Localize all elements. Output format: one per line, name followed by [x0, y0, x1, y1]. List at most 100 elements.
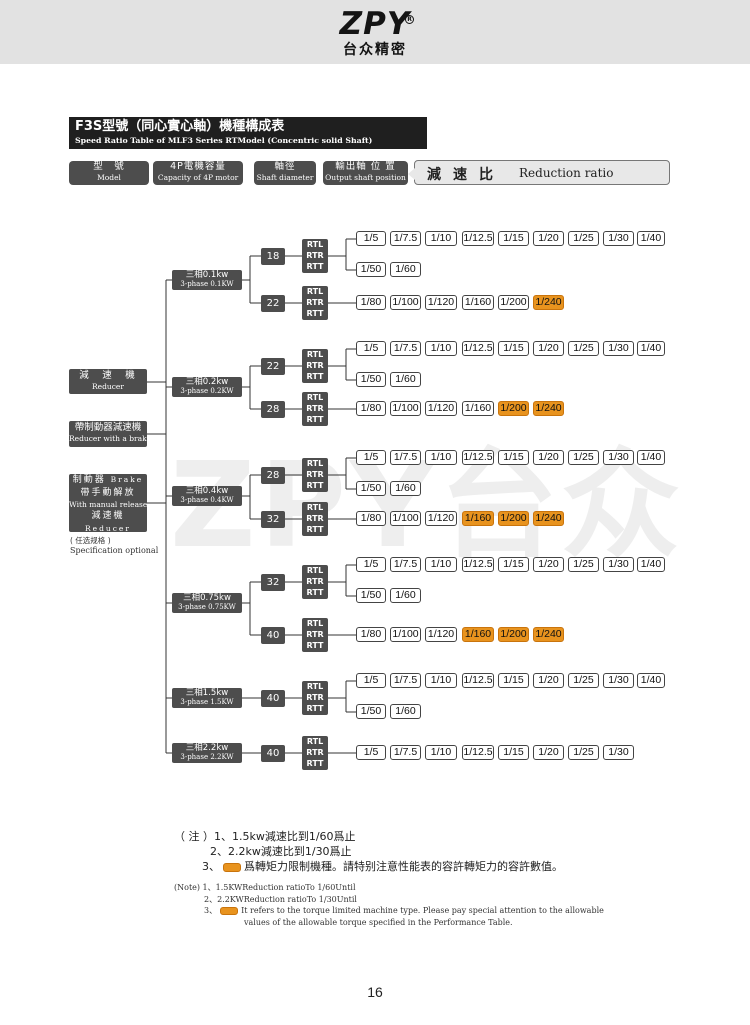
column-header-shaft: 軸徑 Shaft diameter [254, 161, 316, 185]
ratio-box: 1/120 [425, 401, 457, 416]
ratio-box: 1/100 [390, 511, 421, 526]
model-type-cn: 制動器 [72, 475, 106, 485]
note-cn-line-2: 2、2.2kw減速比到1/30爲止 [210, 845, 352, 858]
note-en-line-1: (Note) 1、1.5KWReduction ratioTo 1/60Unti… [174, 883, 356, 892]
model-type-en: Reducer with a brake [69, 434, 152, 443]
shaft-diameter-box: 40 [261, 745, 285, 762]
output-position-box: RTL RTR RTT [302, 286, 328, 320]
ratio-box: 1/15 [498, 341, 529, 356]
ratio-box: 1/30 [603, 557, 634, 572]
column-header-shaft-en: Shaft diameter [256, 173, 314, 182]
ratio-box: 1/50 [356, 704, 386, 719]
ratio-box: 1/5 [356, 557, 386, 572]
model-type-en: Brake [110, 475, 144, 484]
ratio-box: 1/10 [425, 745, 457, 760]
ratio-box-torque-limited: 1/240 [533, 627, 564, 642]
optional-spec-note: ( 任选规格 ) Specification optional [70, 536, 158, 556]
output-position-label: RTR [306, 630, 324, 639]
motor-capacity-en: 3-phase 2.2KW [180, 753, 234, 761]
output-position-label: RTT [306, 588, 324, 597]
output-position-label: RTT [306, 641, 324, 650]
ratio-box: 1/100 [390, 627, 421, 642]
motor-capacity-cn: 三相2.2kw [185, 743, 229, 753]
ratio-box: 1/20 [533, 557, 564, 572]
shaft-diameter-box: 28 [261, 467, 285, 484]
model-type-reducer-brake: 帶制動器減速機 Reducer with a brake [69, 421, 152, 447]
ratio-box-torque-limited: 1/160 [462, 511, 494, 526]
motor-capacity-cn: 三相0.1kw [185, 270, 229, 280]
table-title: F3S型號（同心實心軸）機種構成表 Speed Ratio Table of M… [69, 117, 427, 149]
shaft-diameter-box: 22 [261, 358, 285, 375]
ratio-box: 1/5 [356, 450, 386, 465]
ratio-box-torque-limited: 1/200 [498, 627, 529, 642]
tree-connector-lines [147, 238, 356, 754]
ratio-box: 1/50 [356, 481, 386, 496]
output-position-label: RTR [306, 298, 324, 307]
column-header-motor-cn: 4P電機容量 [170, 161, 226, 172]
ratio-box: 1/5 [356, 231, 386, 246]
motor-capacity-en: 3-phase 1.5KW [180, 698, 234, 706]
column-header-position-en: Output shaft position [325, 173, 406, 182]
ratio-box: 1/60 [390, 704, 421, 719]
ratio-box-torque-limited: 1/240 [533, 511, 564, 526]
motor-capacity-cn: 三相1.5kw [185, 688, 229, 698]
ratio-box-torque-limited: 1/240 [533, 295, 564, 310]
ratio-box: 1/60 [390, 372, 421, 387]
page-number: 16 [367, 984, 383, 1000]
output-position-label: RTL [306, 240, 324, 249]
ratio-box: 1/30 [603, 341, 634, 356]
column-header-ratio: 減速比 Reduction ratio [408, 160, 670, 185]
ratio-box: 1/40 [637, 341, 665, 356]
column-header-model: 型 號 Model [69, 161, 149, 185]
ratio-box: 1/20 [533, 450, 564, 465]
output-position-label: RTL [306, 566, 324, 575]
shaft-diameter-box: 40 [261, 627, 285, 644]
column-header-position-cn: 輸出軸 位 置 [335, 161, 396, 172]
column-header-model-en: Model [97, 173, 121, 182]
output-position-label: RTL [306, 393, 324, 402]
output-position-label: RTR [306, 470, 324, 479]
ratio-box: 1/50 [356, 372, 386, 387]
ratio-box: 1/20 [533, 745, 564, 760]
motor-capacity-cn: 三相0.75kw [183, 593, 231, 603]
output-position-label: RTR [306, 748, 324, 757]
ratio-box: 1/60 [390, 588, 421, 603]
ratio-box: 1/25 [568, 745, 599, 760]
ratio-box: 1/15 [498, 557, 529, 572]
shaft-diameter-box: 18 [261, 248, 285, 265]
ratio-box: 1/12.5 [462, 231, 494, 246]
ratio-box: 1/10 [425, 231, 457, 246]
ratio-box: 1/20 [533, 673, 564, 688]
ratio-box: 1/15 [498, 231, 529, 246]
output-position-label: RTL [306, 287, 324, 296]
output-position-label: RTT [306, 372, 324, 381]
registered-mark-icon: R [405, 15, 414, 24]
model-type-en: With manual release [69, 500, 148, 509]
ratio-box: 1/30 [603, 231, 634, 246]
ratio-box: 1/120 [425, 627, 457, 642]
ratio-box: 1/80 [356, 295, 386, 310]
ratio-box: 1/25 [568, 231, 599, 246]
note-en-line-2: 2、2.2KWReduction ratioTo 1/30Until [204, 894, 357, 904]
column-header-ratio-en: Reduction ratio [519, 166, 614, 180]
optional-spec-cn: ( 任选规格 ) [70, 536, 111, 545]
ratio-box: 1/20 [533, 231, 564, 246]
highlight-swatch-icon [220, 907, 239, 915]
ratio-box: 1/50 [356, 588, 386, 603]
output-position-label: RTT [306, 309, 324, 318]
ratio-box: 1/10 [425, 341, 457, 356]
output-position-label: RTL [306, 503, 324, 512]
ratio-box: 1/100 [390, 401, 421, 416]
ratio-box: 1/10 [425, 557, 457, 572]
ratio-box-torque-limited: 1/200 [498, 511, 529, 526]
ratio-box: 1/25 [568, 673, 599, 688]
ratio-box: 1/12.5 [462, 673, 494, 688]
ratio-box-torque-limited: 1/160 [462, 627, 494, 642]
ratio-box: 1/12.5 [462, 557, 494, 572]
